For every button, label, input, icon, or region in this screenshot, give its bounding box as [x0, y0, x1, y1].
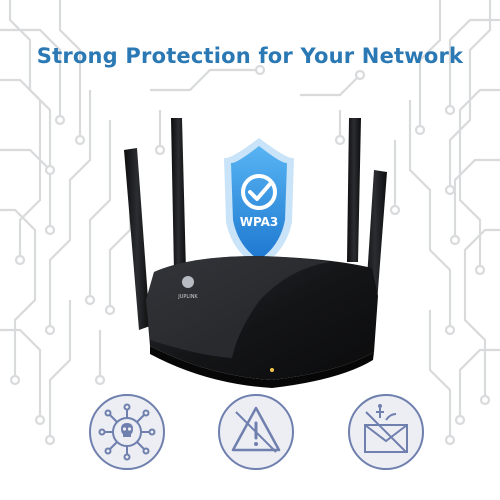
router-brand: JUPLINK — [177, 294, 198, 300]
antenna-left-front — [124, 148, 150, 330]
threat-icon-row — [0, 392, 500, 472]
wpa3-shield — [224, 138, 294, 268]
shield-label: WPA3 — [240, 215, 279, 229]
router-body: JUPLINK — [146, 256, 378, 388]
blocked-mail-icon — [346, 392, 426, 472]
page-title: Strong Protection for Your Network — [0, 44, 500, 68]
warning-triangle-icon — [216, 392, 296, 472]
headline-text: Strong Protection for Your Network — [36, 44, 464, 68]
virus-skull-icon — [87, 392, 167, 472]
antenna-left-back — [171, 118, 186, 272]
antenna-right-back — [347, 118, 361, 262]
